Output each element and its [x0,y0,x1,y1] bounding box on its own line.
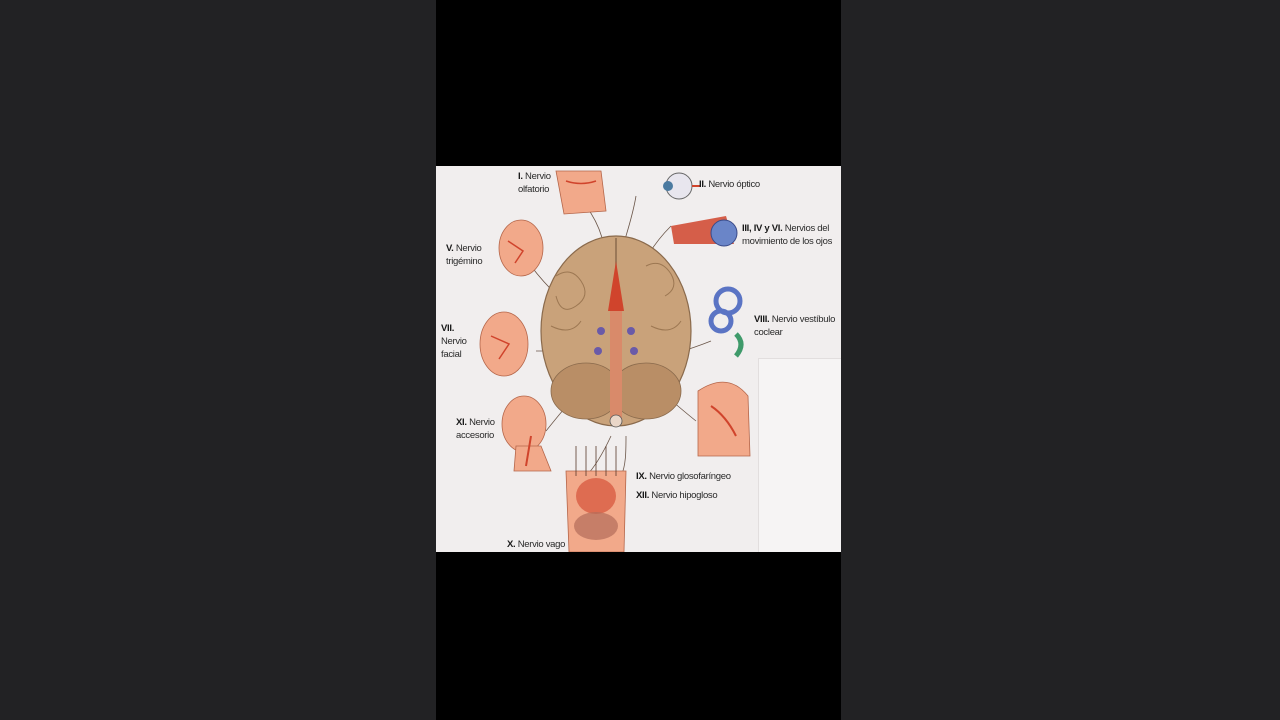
label-text: movimiento de los ojos [742,236,833,247]
label-facial: VII. Nervio facial [441,322,467,361]
label-text: Nervio [525,171,551,182]
label-ojos: III, IV y VI. Nervios del movimiento de … [742,222,832,248]
label-number: XII. [636,490,650,501]
label-text: Nervio vestíbulo [771,314,836,325]
label-number: I. [518,171,523,182]
cranial-nerves-figure: I. Nervio olfatorio II. Nervio óptico II… [436,166,841,552]
label-number: VIII. [754,314,770,325]
label-number: III, IV y VI. [742,223,783,234]
label-accesorio: XI. Nervio accesorio [456,416,495,442]
label-trigemino: V. Nervio trigémino [446,242,483,268]
label-olfatorio: I. Nervio olfatorio [518,170,551,196]
head-illustration [697,381,751,457]
eye-muscles-illustration [671,216,738,247]
head-illustration [479,311,529,377]
label-optico: II. Nervio óptico [699,178,760,191]
label-text: Nervio [469,417,495,428]
label-number: VII. [441,323,455,334]
image-viewer: I. Nervio olfatorio II. Nervio óptico II… [436,0,841,720]
label-glosofaringeo: IX. Nervio glosofaríngeo [636,470,731,483]
label-vestibulo: VIII. Nervio vestíbulo coclear [754,313,835,339]
nose-illustration [555,170,607,215]
inner-ear-illustration [708,286,744,358]
label-number: XI. [456,417,467,428]
brain-illustration [540,235,692,428]
label-text: Nervio [441,336,467,347]
label-text: trigémino [446,256,483,267]
label-text: coclear [754,327,783,338]
head-illustration [498,219,544,277]
label-text: Nervio vago [517,539,566,550]
label-text: Nervio [455,243,482,254]
eye-illustration [663,172,700,200]
label-text: Nervio hipogloso [651,490,718,501]
paper-edge [758,358,841,552]
label-number: X. [507,539,516,550]
label-hipogloso: XII. Nervio hipogloso [636,489,718,502]
label-text: facial [441,349,462,360]
torso-illustration [565,446,627,552]
label-number: IX. [636,471,647,482]
head-illustration [501,395,552,472]
label-text: olfatorio [518,184,550,195]
diagram-svg [479,170,751,552]
label-number: V. [446,243,454,254]
label-text: Nervio glosofaríngeo [649,471,731,482]
label-text: Nervio óptico [708,179,760,190]
label-vago: X. Nervio vago [507,538,565,551]
label-text: Nervios del [784,223,830,234]
label-text: accesorio [456,430,494,441]
label-number: II. [699,179,707,190]
